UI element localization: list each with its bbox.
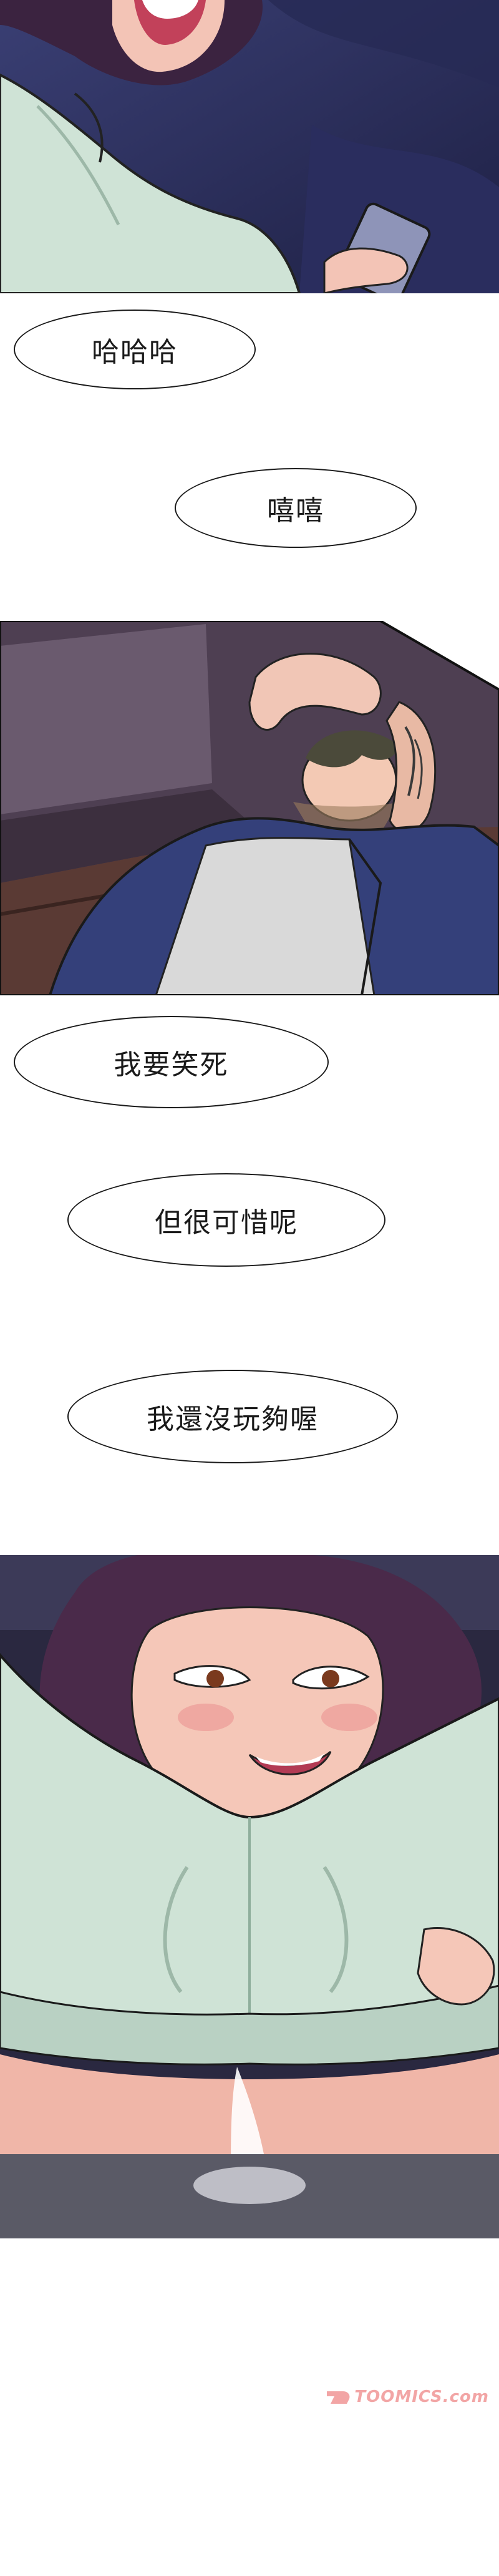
panel-man-on-sofa [0, 621, 499, 995]
panel-2-illustration [0, 621, 499, 995]
panel-3-illustration [0, 1555, 499, 2238]
panel-grinning-woman [0, 1555, 499, 2238]
speech-bubble-3: 我要笑死 [14, 1016, 329, 1108]
toomics-logo-icon [327, 2391, 350, 2404]
speech-bubble-1: 哈哈哈 [14, 310, 256, 389]
speech-bubble-2: 嘻嘻 [175, 468, 417, 548]
panel-laughing-woman [0, 0, 499, 293]
speech-bubble-4: 但很可惜呢 [67, 1173, 385, 1267]
watermark-text: TOOMICS.com [354, 2388, 489, 2406]
toomics-watermark: TOOMICS.com [324, 2388, 489, 2406]
speech-bubble-5: 我還沒玩夠喔 [67, 1370, 398, 1463]
panel-1-illustration [0, 0, 499, 293]
